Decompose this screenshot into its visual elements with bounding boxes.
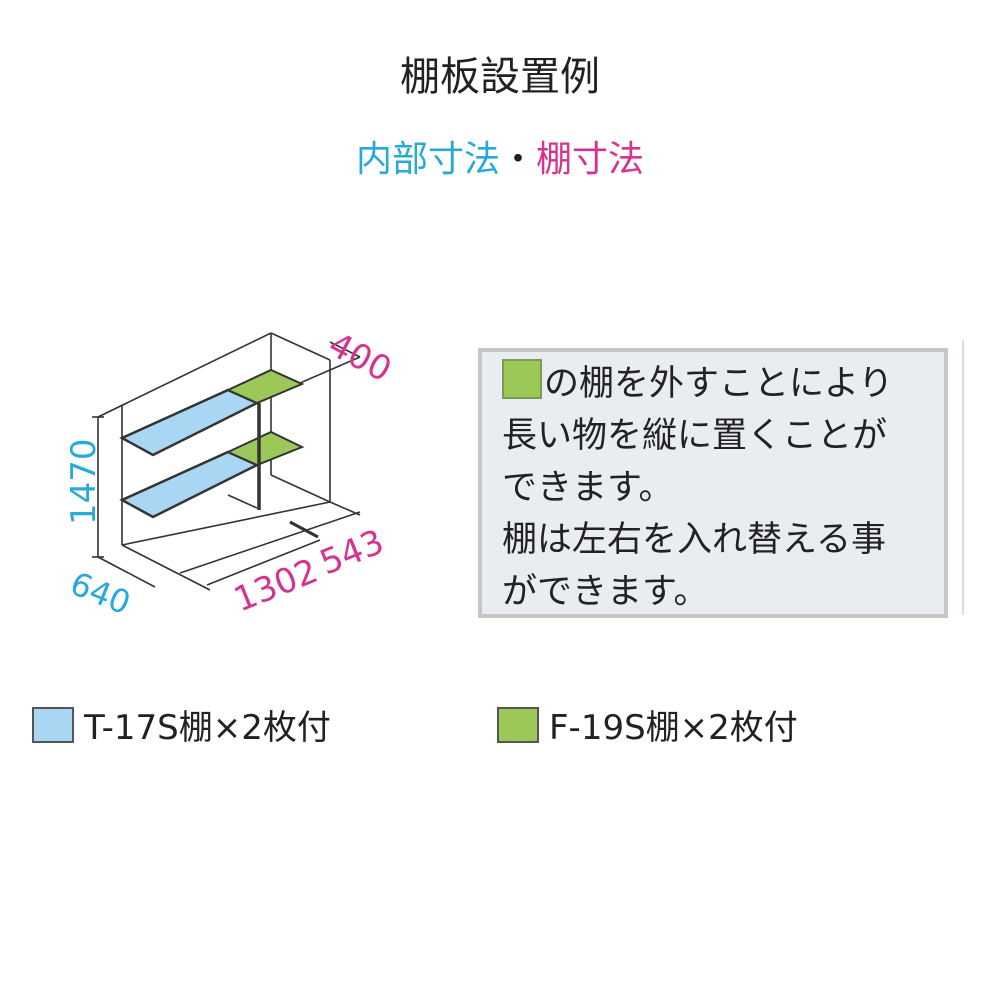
blue-shelf-lower [119,450,260,519]
page-title: 棚板設置例 [400,54,600,100]
green-shelf-upper [225,368,305,405]
green-shelf-lower [225,430,305,467]
green-swatch-icon [497,706,539,743]
blue-swatch-icon [32,706,74,743]
dim-width: 1302 [228,551,323,621]
note-box: の棚を外すことにより 長い物を縦に置くことが できます。 棚は左右を入れ替える事… [478,348,948,618]
separator: ・ [499,139,536,180]
subtitle: 内部寸法・棚寸法 [0,130,1000,182]
note-line: できます。 [502,468,674,508]
dim-shelf-depth: 400 [322,325,398,391]
inner-dimensions-label: 内部寸法 [355,139,500,180]
green-square-icon [502,359,542,399]
divider [962,340,964,615]
note-line: ができます。 [502,572,709,612]
legend-item-green: F-19S棚×2枚付 [497,700,798,749]
frame-lines [92,332,361,591]
legend-label: T-17S棚×2枚付 [84,708,331,748]
note-text: の棚を外すことにより [544,364,894,404]
note-line: 棚は左右を入れ替える事 [502,520,886,560]
blue-shelf-upper [119,388,260,457]
shelf-dimensions-label: 棚寸法 [536,139,645,180]
note-line: 長い物を縦に置くことが [502,416,888,456]
legend-label: F-19S棚×2枚付 [549,708,798,748]
legend-item-blue: T-17S棚×2枚付 [32,700,331,749]
dim-depth: 640 [65,564,136,622]
dim-width2: 543 [314,522,389,583]
dim-height: 1470 [64,438,104,525]
note-line: の棚を外すことにより [482,358,944,410]
